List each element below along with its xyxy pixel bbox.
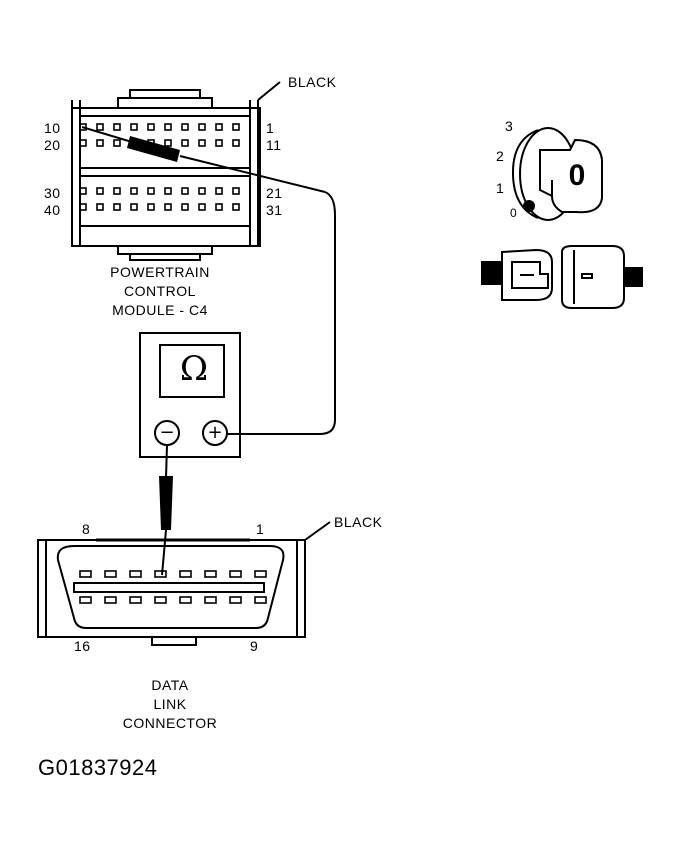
pin-cavity [198, 139, 206, 147]
pin-cavity [229, 570, 242, 578]
pin-cavity [104, 570, 117, 578]
pin-cavity [215, 139, 223, 147]
pcm-pin-1-label: 1 [266, 120, 275, 136]
pin-cavity [96, 139, 104, 147]
pin-cavity [147, 187, 155, 195]
ohmmeter [139, 332, 241, 458]
pcm-pin-11-label: 11 [266, 137, 282, 153]
pcm-pin-21-label: 21 [266, 185, 283, 201]
pcm-pin-40-label: 40 [44, 202, 61, 218]
pin-cavity [154, 596, 167, 604]
pin-cavity [181, 187, 189, 195]
pin-cavity [229, 596, 242, 604]
pin-cavity [147, 123, 155, 131]
pin-cavity [232, 187, 240, 195]
ignition-position-0: 0 [510, 206, 518, 220]
pin-cavity [96, 203, 104, 211]
pcm-pin-cavities [79, 123, 240, 211]
ignition-position-2: 2 [496, 148, 505, 164]
pin-cavity [129, 570, 142, 578]
pin-cavity [164, 139, 172, 147]
pcm-title-line-2: CONTROL [124, 283, 196, 299]
ignition-key-label: 0 [568, 159, 586, 192]
pin-cavity [198, 203, 206, 211]
pin-cavity [232, 139, 240, 147]
pin-cavity [79, 596, 92, 604]
ohmmeter-positive-sign: + [207, 422, 223, 443]
pin-cavity [164, 123, 172, 131]
pin-cavity [215, 123, 223, 131]
pin-cavity [79, 203, 87, 211]
pin-cavity [130, 187, 138, 195]
pin-cavity [130, 123, 138, 131]
pin-cavity [113, 123, 121, 131]
pin-cavity [79, 570, 92, 578]
pin-cavity [198, 123, 206, 131]
pcm-pin-20-label: 20 [44, 137, 61, 153]
ignition-switch [511, 127, 603, 221]
pcm-pin-31-label: 31 [266, 202, 283, 218]
pin-cavity [254, 570, 267, 578]
pin-cavity [164, 187, 172, 195]
dlc-pin-16-label: 16 [74, 638, 91, 654]
pin-cavity [232, 203, 240, 211]
dlc-pin-cavities [79, 570, 267, 604]
dlc-pin-9-label: 9 [250, 638, 259, 654]
pcm-color-label: BLACK [288, 74, 337, 90]
pin-cavity [96, 123, 104, 131]
ohm-symbol: Ω [179, 349, 209, 389]
pin-cavity [215, 203, 223, 211]
pcm-probe [81, 126, 326, 193]
ignition-connector [481, 245, 643, 309]
pin-cavity [113, 187, 121, 195]
pin-cavity [154, 570, 167, 578]
pin-cavity [79, 139, 87, 147]
ohmmeter-negative-sign: − [159, 422, 175, 443]
pin-cavity [113, 139, 121, 147]
pin-cavity [79, 123, 87, 131]
pin-cavity [181, 203, 189, 211]
pin-cavity [204, 596, 217, 604]
dlc-title-line-1: DATA [151, 677, 189, 693]
pin-cavity [147, 203, 155, 211]
negative-test-lead [159, 444, 173, 576]
pcm-pin-30-label: 30 [44, 185, 61, 201]
dlc-pin-1-label: 1 [256, 521, 265, 537]
pin-cavity [204, 570, 217, 578]
pcm-title-line-3: MODULE - C4 [112, 302, 208, 318]
positive-test-lead [226, 191, 336, 435]
pin-cavity [179, 570, 192, 578]
pcm-pin-10-label: 10 [44, 120, 61, 136]
dlc-connector [37, 521, 331, 646]
pin-cavity [215, 187, 223, 195]
dlc-title-line-3: CONNECTOR [122, 715, 218, 731]
pin-cavity [181, 139, 189, 147]
pin-cavity [104, 596, 117, 604]
pin-cavity [79, 187, 87, 195]
dlc-color-label: BLACK [334, 514, 383, 530]
pin-cavity [198, 187, 206, 195]
pin-cavity [164, 203, 172, 211]
pin-cavity [113, 203, 121, 211]
pin-cavity [130, 203, 138, 211]
pin-cavity [232, 123, 240, 131]
pin-cavity [179, 596, 192, 604]
ignition-position-3: 3 [505, 118, 514, 134]
pin-cavity [181, 123, 189, 131]
pin-cavity [129, 596, 142, 604]
figure-id: G01837924 [38, 755, 158, 780]
pin-cavity [254, 596, 267, 604]
dlc-title-line-2: LINK [153, 696, 187, 712]
pin-cavity [96, 187, 104, 195]
dlc-pin-8-label: 8 [82, 521, 91, 537]
pcm-title-line-1: POWERTRAIN [110, 264, 210, 280]
pcm-connector [71, 81, 281, 261]
ignition-position-1: 1 [496, 180, 505, 196]
